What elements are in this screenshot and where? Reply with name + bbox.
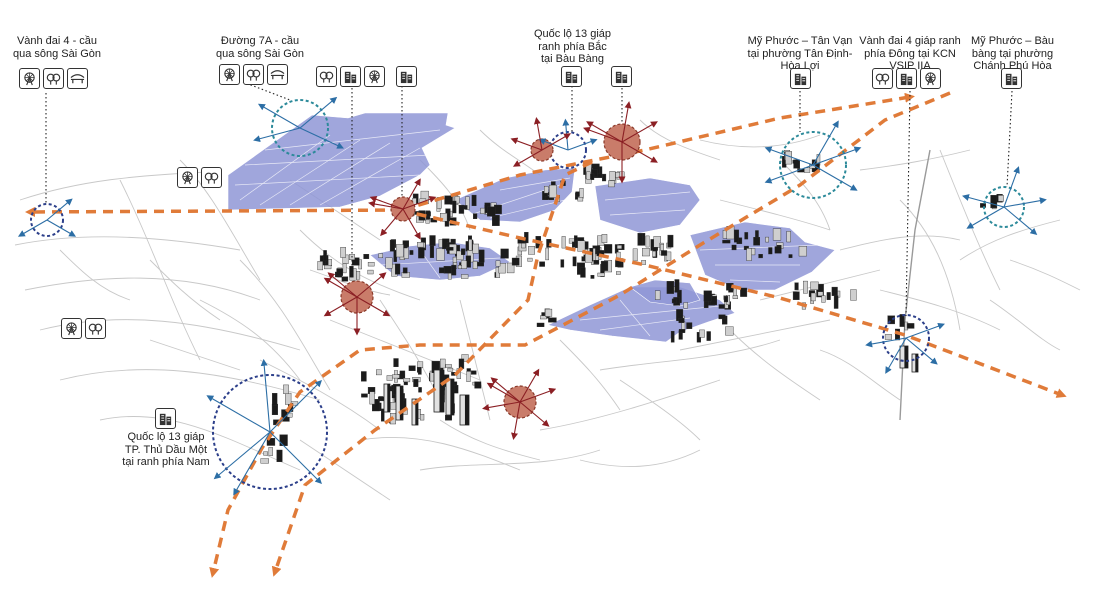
zone-mid-east bbox=[629, 279, 701, 307]
trees-icon bbox=[316, 66, 337, 87]
gateway-thudaumot bbox=[212, 374, 328, 490]
gateway-west bbox=[30, 203, 64, 237]
buildings-icon bbox=[790, 68, 811, 89]
route-diagonal-west bbox=[271, 160, 593, 577]
icon-group-ring-road-4-east bbox=[872, 68, 941, 89]
icon-group-my-phuoc-bau-bang bbox=[1001, 68, 1022, 89]
trees-icon bbox=[85, 318, 106, 339]
gateway-circles bbox=[30, 99, 1025, 490]
buildings-icon bbox=[396, 66, 417, 87]
icon-group-highway-13-north bbox=[561, 66, 582, 87]
trees-icon bbox=[872, 68, 893, 89]
buildings-icon bbox=[561, 66, 582, 87]
direction-arrows bbox=[17, 96, 1047, 496]
building-blocks bbox=[260, 149, 1004, 464]
icon-group-west-mid bbox=[177, 167, 222, 188]
route-east-diagonal bbox=[399, 208, 1067, 398]
ferris-wheel-icon bbox=[61, 318, 82, 339]
icon-group-tan-van-marker bbox=[790, 68, 811, 89]
icon-group-ring-road-4-saigon bbox=[19, 68, 88, 89]
buildings-icon bbox=[896, 68, 917, 89]
bridge-icon bbox=[267, 64, 288, 85]
buildings-icon bbox=[611, 66, 632, 87]
buildings-icon bbox=[1001, 68, 1022, 89]
gateway-chanhphu bbox=[983, 186, 1025, 228]
buildings-icon bbox=[155, 408, 176, 429]
gateway-vsip bbox=[882, 314, 930, 362]
leader-lines bbox=[45, 81, 1013, 317]
trees-icon bbox=[243, 64, 264, 85]
gateway-nw bbox=[271, 99, 329, 157]
trees-icon bbox=[43, 68, 64, 89]
ferris-wheel-icon bbox=[920, 68, 941, 89]
planning-zones bbox=[227, 112, 836, 343]
zone-northeast bbox=[594, 177, 701, 234]
buildings-icon bbox=[340, 66, 361, 87]
street-network bbox=[14, 119, 1081, 501]
icon-group-west-low bbox=[61, 318, 106, 339]
ferris-wheel-icon bbox=[219, 64, 240, 85]
ferris-wheel-icon bbox=[177, 167, 198, 188]
bridge-icon bbox=[67, 68, 88, 89]
gateway-tanvan bbox=[779, 131, 847, 199]
icon-group-center-single bbox=[396, 66, 417, 87]
icon-group-my-phuoc-tan-van bbox=[611, 66, 632, 87]
ferris-wheel-icon bbox=[364, 66, 385, 87]
development-routes bbox=[25, 91, 1067, 578]
route-ring-road-4-west bbox=[25, 206, 403, 217]
route-vsip-axis bbox=[209, 91, 951, 578]
trees-icon bbox=[201, 167, 222, 188]
ferris-wheel-icon bbox=[19, 68, 40, 89]
icon-group-road-7a bbox=[219, 64, 288, 85]
icon-group-highway-13-south bbox=[155, 408, 176, 429]
route-northeast bbox=[401, 92, 915, 212]
icon-group-center bbox=[316, 66, 385, 87]
zone-northwest bbox=[227, 112, 456, 211]
